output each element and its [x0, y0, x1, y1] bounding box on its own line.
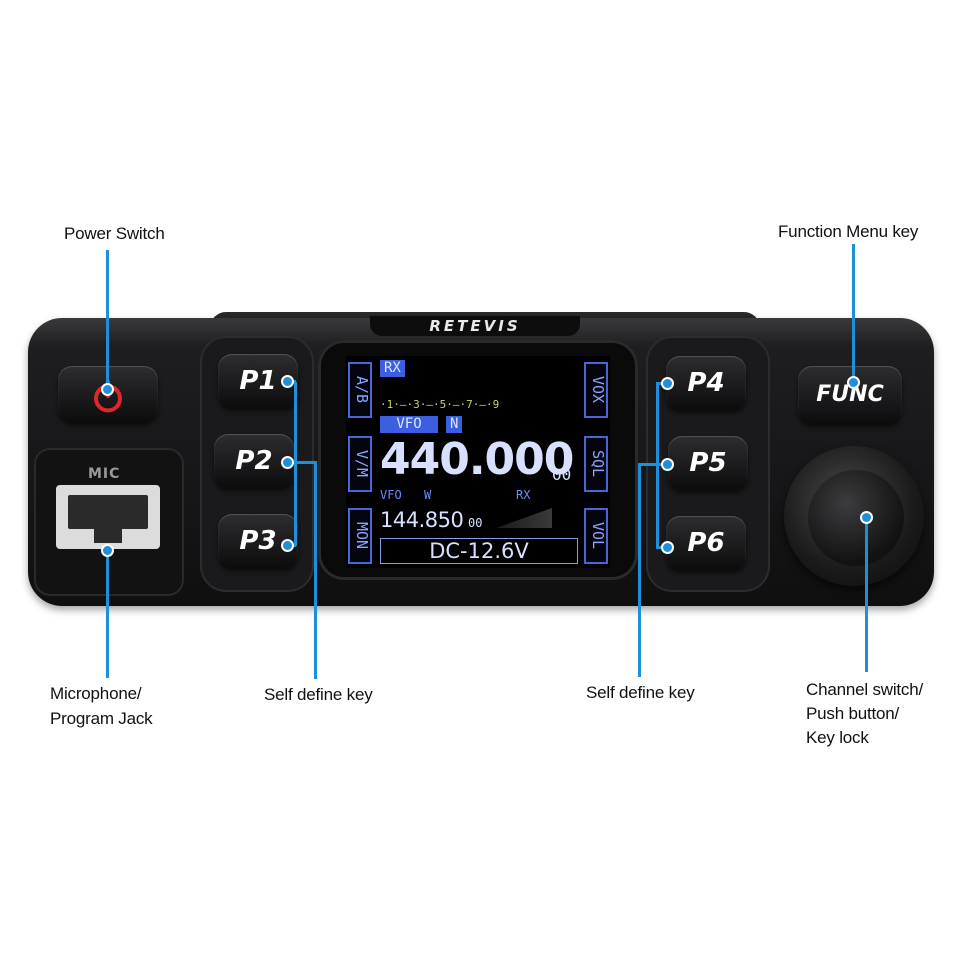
p3-leader-dot: [281, 539, 294, 552]
mic-jack-label-line2: Program Jack: [50, 709, 153, 728]
lcd-sub-frequency: 144.850: [380, 508, 464, 532]
right-bracket-vertical: [656, 384, 659, 548]
p5-button[interactable]: P5: [668, 436, 748, 490]
lcd-main-frequency-suffix: 00: [552, 465, 572, 484]
channel-switch-label-line1: Channel switch/: [806, 680, 924, 699]
lcd-key-vox: VOX: [584, 362, 608, 418]
func-leader-dot: [847, 376, 860, 389]
p6-leader-dot: [661, 541, 674, 554]
lcd-vfo-tag: VFO: [380, 416, 438, 433]
p4-leader-dot: [661, 377, 674, 390]
p1-leader-dot: [281, 375, 294, 388]
power-switch-label: Power Switch: [64, 224, 165, 243]
lcd-signal-bars: [496, 508, 552, 528]
lcd-key-vm: V/M: [348, 436, 372, 492]
lcd-sub-frequency-suffix: 00: [468, 516, 483, 530]
p6-button[interactable]: P6: [666, 516, 746, 570]
left-bracket-vertical: [294, 382, 297, 546]
lcd-main-frequency: 440.000: [380, 434, 574, 485]
microphone-jack[interactable]: [56, 485, 160, 549]
func-leader-line: [852, 244, 855, 384]
left-self-define-leader: [314, 461, 317, 679]
lcd-sub-rx: RX: [516, 488, 531, 502]
p2-leader-dot: [281, 456, 294, 469]
p5-leader-dot: [661, 458, 674, 471]
p1-button[interactable]: P1: [218, 354, 298, 408]
self-define-key-left-label: Self define key: [264, 685, 373, 704]
lcd-display: A/B V/M MON VOX SQL VOL RX ·1·—·3·—·5·—·…: [346, 356, 610, 568]
mic-leader-dot: [101, 544, 114, 557]
power-leader-line: [106, 250, 109, 390]
mic-jack-label-line1: Microphone/: [50, 684, 142, 703]
knob-leader-dot: [860, 511, 873, 524]
left-bracket-p2: [286, 461, 316, 464]
lcd-key-mon: MON: [348, 508, 372, 564]
mic-leader-line: [106, 550, 109, 678]
right-self-define-leader: [638, 463, 641, 677]
channel-switch-label-line3: Key lock: [806, 728, 869, 747]
lcd-rx-tag: RX: [380, 360, 405, 377]
p2-button[interactable]: P2: [214, 434, 294, 488]
knob-leader-line: [865, 516, 868, 672]
self-define-key-right-label: Self define key: [586, 683, 695, 702]
function-menu-key-label: Function Menu key: [778, 222, 919, 241]
lcd-narrow-tag: N: [446, 416, 463, 433]
power-leader-dot: [101, 383, 114, 396]
mic-label: MIC: [88, 466, 121, 482]
func-button[interactable]: FUNC: [798, 366, 902, 424]
lcd-voltage: DC-12.6V: [380, 538, 578, 564]
channel-knob-cap: [808, 470, 904, 566]
lcd-key-vol: VOL: [584, 508, 608, 564]
brand-logo: RETEVIS: [370, 316, 580, 336]
right-bracket-p5: [638, 463, 668, 466]
lcd-key-ab: A/B: [348, 362, 372, 418]
lcd-signal-scale: ·1·—·3·—·5·—·7·—·9: [380, 398, 500, 411]
p4-button[interactable]: P4: [666, 356, 746, 410]
channel-switch-label-line2: Push button/: [806, 704, 900, 723]
lcd-sub-vfo: VFO: [380, 488, 402, 502]
lcd-key-sql: SQL: [584, 436, 608, 492]
lcd-sub-wide: W: [424, 488, 432, 502]
